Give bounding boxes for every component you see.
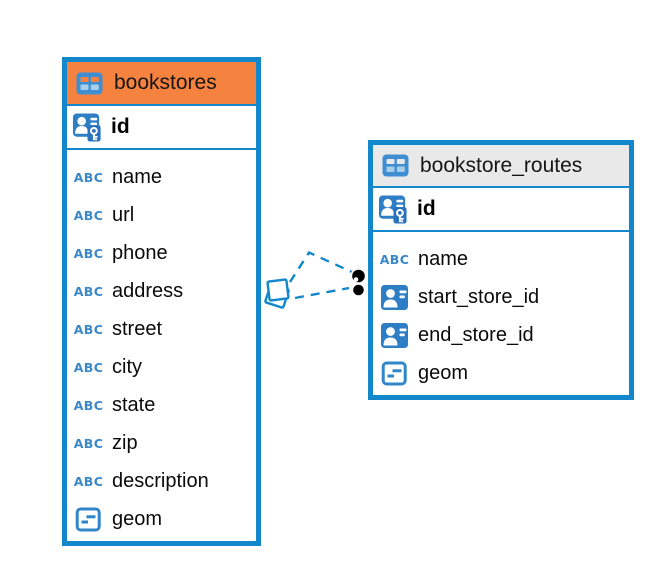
column-name: url — [112, 203, 135, 226]
column-row-id[interactable]: id — [67, 106, 256, 150]
geometry-type-icon — [379, 360, 410, 387]
table-title: bookstore_routes — [420, 153, 583, 177]
column-row[interactable]: ABC zip — [67, 424, 256, 462]
column-row[interactable]: geom — [373, 354, 629, 392]
relation-dot-endpoints[interactable] — [350, 267, 367, 298]
column-name: street — [112, 317, 163, 340]
column-row[interactable]: ABC description — [67, 462, 256, 500]
text-type-icon: ABC — [73, 283, 104, 299]
column-name: id — [417, 197, 436, 220]
text-type-icon: ABC — [73, 245, 104, 261]
column-name: city — [112, 355, 142, 378]
column-row[interactable]: ABC address — [67, 272, 256, 310]
reference-type-icon — [379, 284, 410, 311]
text-type-icon: ABC — [379, 251, 410, 267]
column-row[interactable]: start_store_id — [373, 278, 629, 316]
text-type-icon: ABC — [73, 473, 104, 489]
column-row[interactable]: ABC url — [67, 196, 256, 234]
column-name: phone — [112, 241, 168, 264]
table-title: bookstores — [114, 71, 217, 94]
column-row[interactable]: end_store_id — [373, 316, 629, 354]
column-row[interactable]: ABC name — [67, 158, 256, 196]
table-icon — [74, 72, 105, 95]
relation-diamond-endpoint[interactable] — [264, 278, 290, 309]
column-name: description — [112, 469, 209, 492]
text-type-icon: ABC — [73, 169, 104, 185]
column-name: name — [418, 247, 469, 270]
table-header-bookstore-routes[interactable]: bookstore_routes — [373, 145, 629, 188]
column-row[interactable]: ABC street — [67, 310, 256, 348]
table-header-bookstores[interactable]: bookstores — [67, 62, 256, 106]
column-row[interactable]: ABC phone — [67, 234, 256, 272]
column-name: state — [112, 393, 156, 416]
primary-key-icon — [378, 193, 409, 225]
column-list: ABC name start_store_id — [373, 232, 629, 392]
column-name: id — [111, 115, 130, 138]
text-type-icon: ABC — [73, 435, 104, 451]
column-row[interactable]: ABC city — [67, 348, 256, 386]
relation-link-bookstores-to-routes[interactable] — [264, 250, 367, 309]
column-list: ABC name ABC url ABC phone ABC address A… — [67, 150, 256, 538]
column-row-id[interactable]: id — [373, 188, 629, 232]
geometry-type-icon — [73, 506, 104, 533]
column-name: geom — [418, 361, 469, 384]
column-name: geom — [112, 507, 163, 530]
column-row[interactable]: ABC name — [373, 240, 629, 278]
text-type-icon: ABC — [73, 321, 104, 337]
column-row[interactable]: geom — [67, 500, 256, 538]
table-icon — [380, 154, 411, 177]
column-name: zip — [112, 431, 138, 454]
entity-table-bookstores[interactable]: bookstores id A — [62, 57, 261, 546]
entity-table-bookstore-routes[interactable]: bookstore_routes id — [368, 140, 634, 400]
text-type-icon: ABC — [73, 359, 104, 375]
text-type-icon: ABC — [73, 397, 104, 413]
text-type-icon: ABC — [73, 207, 104, 223]
column-name: address — [112, 279, 184, 302]
reference-type-icon — [379, 322, 410, 349]
column-name: start_store_id — [418, 285, 540, 308]
column-row[interactable]: ABC state — [67, 386, 256, 424]
primary-key-icon — [72, 111, 103, 143]
column-name: end_store_id — [418, 323, 534, 346]
column-name: name — [112, 165, 163, 188]
